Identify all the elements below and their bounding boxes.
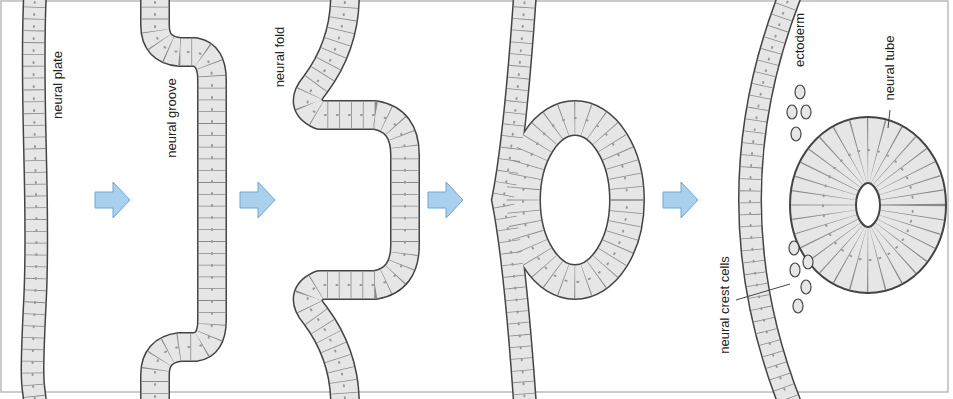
part-label: neural groove — [165, 76, 179, 160]
part-label: neural crest cells — [718, 254, 732, 356]
neural-tube-drawing — [750, 0, 913, 399]
part-label: ectoderm — [793, 11, 807, 69]
step-arrow — [240, 182, 275, 218]
neural-plate-drawing — [33, 0, 37, 399]
part-label: neural tube — [883, 33, 897, 102]
step-arrow — [95, 182, 130, 218]
neural-groove-drawing — [155, 0, 212, 399]
leader-line — [736, 284, 790, 300]
frame — [1, 1, 948, 392]
part-label: neural fold — [273, 25, 287, 90]
leader-line — [888, 110, 890, 128]
part-label: neural plate — [51, 49, 65, 121]
step-arrow — [663, 182, 698, 218]
closing-tube-drawing — [503, 0, 627, 399]
neural-fold-drawing — [308, 0, 405, 399]
step-arrow — [428, 182, 463, 218]
neural-crest-cells-drawing — [787, 85, 813, 313]
